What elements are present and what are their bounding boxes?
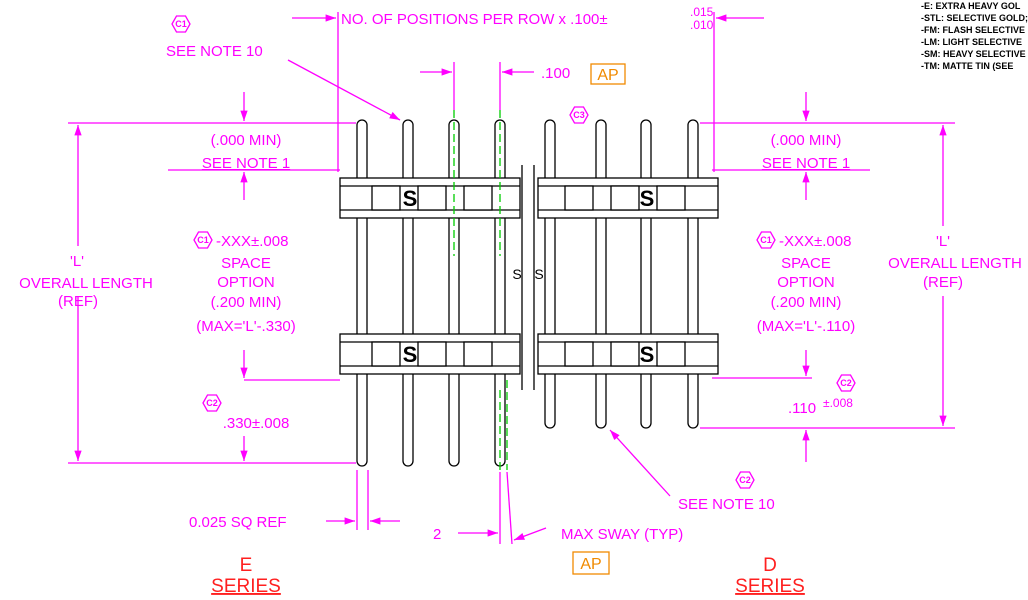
d-series-label: SERIES [735,576,805,597]
pitch-label: .100 [541,65,570,82]
svg-text:C2: C2 [206,398,218,408]
sway-value: 2 [433,526,441,543]
left-l-label: 'L' [70,253,84,270]
pitch-tag: AP [597,67,618,84]
legend-line: -FM: FLASH SELECTIVE [921,25,1025,35]
housing-marks: S S S S S S [403,186,655,367]
e-series-label: SERIES [211,576,281,597]
left-note-1: SEE NOTE 1 [202,155,290,172]
rev-marker: C2 [836,374,856,392]
pin [544,119,556,429]
right-option: OPTION [777,274,835,291]
left-min-200: (.200 MIN) [211,294,282,311]
right-xxx-dim: -XXX±.008 [779,233,851,250]
d-series-letter: D [763,555,777,576]
top-dimension-label: NO. OF POSITIONS PER ROW x .100± [341,11,608,28]
housing-mark: S [403,342,418,367]
svg-text:C1: C1 [175,19,187,29]
left-bottom-dim: .330±.008 [223,415,290,432]
svg-text:C1: C1 [760,235,772,245]
right-min-label: (.000 MIN) [771,132,842,149]
top-tol-lower: .010 [690,18,714,32]
rev-marker: C3 [569,106,589,124]
right-space: SPACE [781,255,831,272]
left-space: SPACE [221,255,271,272]
left-ref: (REF) [58,293,98,310]
left-xxx-dim: -XXX±.008 [216,233,288,250]
rev-marker: C1 [193,231,213,249]
legend-line: -LM: LIGHT SELECTIVE [921,37,1022,47]
legend-line: -TM: MATTE TIN (SEE [921,61,1013,71]
svg-text:C2: C2 [739,475,751,485]
sway-label: MAX SWAY (TYP) [561,526,683,543]
legend-line: -E: EXTRA HEAVY GOL [921,1,1021,11]
left-note-10: SEE NOTE 10 [166,43,263,60]
svg-text:C2: C2 [840,378,852,388]
rev-markers: C1 C3 C1 C1 C2 C2 C2 [171,15,856,489]
center-lines [453,110,508,470]
left-min-label: (.000 MIN) [211,132,282,149]
pins [356,119,699,467]
rev-marker: C1 [171,15,191,33]
legend-line: -SM: HEAVY SELECTIVE [921,49,1026,59]
dimension-lines [68,12,955,545]
rev-marker: C1 [756,231,776,249]
svg-text:C3: C3 [573,110,585,120]
break-mark: S [534,266,543,282]
pin [640,119,652,429]
left-overall-length: OVERALL LENGTH [19,275,153,292]
right-max: (MAX='L'-.110) [757,318,855,335]
housings [339,165,719,390]
right-overall-length: OVERALL LENGTH [888,255,1022,272]
housing-mark: S [640,186,655,211]
right-min-200: (.200 MIN) [771,294,842,311]
housing-mark: S [640,342,655,367]
pin [687,119,699,429]
left-max: (MAX='L'-.330) [196,318,296,335]
labels: NO. OF POSITIONS PER ROW x .100± .015 .0… [19,1,1028,597]
right-note-1: SEE NOTE 1 [762,155,850,172]
pin [356,119,368,467]
sq-ref-label: 0.025 SQ REF [189,514,287,531]
pin [402,119,414,467]
break-mark: S [512,266,521,282]
top-tol-upper: .015 [690,5,714,19]
right-note-10: SEE NOTE 10 [678,496,775,513]
housing-mark: S [403,186,418,211]
svg-text:C1: C1 [197,235,209,245]
right-ref: (REF) [923,274,963,291]
right-bottom-dim-tol: ±.008 [823,396,853,410]
legend-line: -STL: SELECTIVE GOLD; [921,13,1028,23]
right-l-label: 'L' [936,233,950,250]
right-bottom-dim-value: .110 [788,400,816,417]
rev-marker: C2 [202,394,222,412]
pin [448,119,460,467]
sway-tag: AP [580,556,601,573]
pin [595,119,607,429]
left-option: OPTION [217,274,275,291]
rev-marker: C2 [735,471,755,489]
e-series-letter: E [240,555,253,576]
